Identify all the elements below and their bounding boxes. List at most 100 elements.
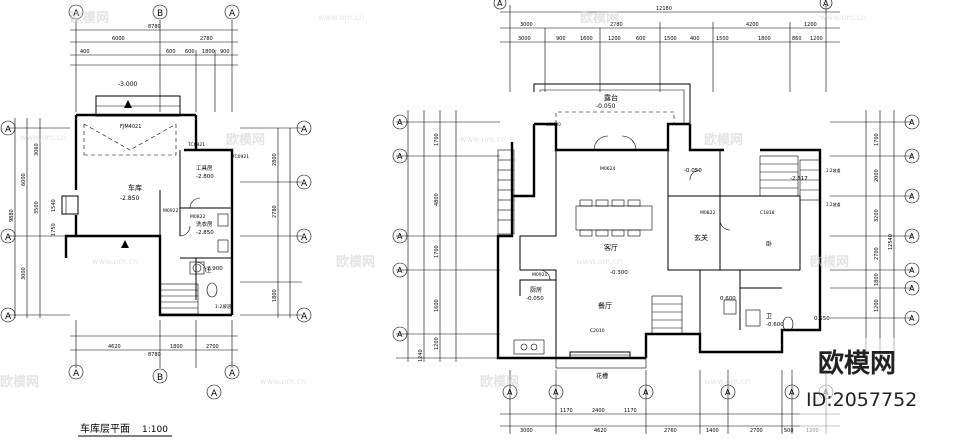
axis-label: A — [73, 9, 80, 19]
elevation-text: 0.550 — [814, 316, 830, 322]
elevation-text: -2.850 — [120, 195, 140, 202]
axis-label: A — [5, 233, 12, 243]
room-label: 客厅 — [604, 243, 618, 252]
watermark-url: www.om.cn — [820, 13, 866, 22]
room-label: 洗衣房 — [196, 220, 213, 228]
dim-text: 900 — [556, 36, 566, 42]
dim-text: 1540 — [51, 199, 57, 212]
door-tag: M0921 — [532, 272, 547, 278]
watermark-url: www.om.cn — [460, 135, 506, 144]
dim-text: 1800 — [874, 273, 880, 286]
room-label: 1:2坡道 — [215, 303, 232, 310]
dim-text: 1400 — [706, 428, 719, 434]
axis-label: A — [909, 118, 915, 127]
dim-text: 3200 — [874, 209, 880, 222]
door-tag: FJM4021 — [120, 124, 141, 130]
elevation-text: -3.000 — [118, 81, 138, 88]
dim-text: 4800 — [434, 193, 440, 206]
corner-id-text: ID:2057752 — [806, 389, 917, 411]
dim-text: 1170 — [560, 408, 573, 414]
dim-text: 1170 — [624, 408, 637, 414]
dim-text: 1700 — [434, 245, 440, 258]
elevation-text: -0.050 — [684, 168, 702, 174]
dim-text: 2400 — [592, 408, 605, 414]
dim-text: 1750 — [51, 223, 57, 236]
dim-text: 2800 — [272, 153, 278, 166]
right-floor-plan: A A A A A A A A A A A A A A A A A A A A … — [392, 0, 920, 434]
drawing-title-text: 车库层平面 — [80, 422, 130, 435]
axis-label: A — [397, 330, 403, 339]
axis-label: A — [211, 389, 218, 399]
watermark-brand: 欧模网 — [336, 254, 375, 270]
dim-text: 2000 — [874, 169, 880, 182]
door-tag: C2010 — [590, 328, 605, 334]
door-tag: M0922 — [163, 208, 178, 214]
dim-text: 600 — [185, 49, 195, 55]
dim-text: 1800 — [202, 49, 215, 55]
room-label: 花槽 — [596, 372, 608, 380]
axis-label: A — [497, 0, 503, 8]
dim-text: 400 — [80, 49, 90, 55]
elevation-text: -2.317 — [790, 176, 808, 182]
corner-watermark: 欧模网 ID:2057752 — [800, 338, 956, 438]
door-tag: TC0921 — [187, 142, 205, 148]
axis-label: B — [157, 9, 163, 19]
axis-label: A — [5, 125, 12, 135]
door-tag: M0822 — [190, 214, 205, 220]
axis-label: A — [909, 266, 915, 275]
room-label: 工具房 — [196, 164, 213, 172]
axis-label: A — [397, 152, 403, 161]
dim-text: 1800 — [758, 36, 771, 42]
watermark-brand: 欧模网 — [0, 374, 39, 390]
elevation-text: -2.850 — [196, 230, 214, 236]
dim-text: 2760 — [664, 428, 677, 434]
room-label: 玄关 — [694, 233, 708, 242]
dim-text: 1240 — [418, 349, 424, 362]
axis-label: A — [301, 179, 308, 189]
room-label: 露台 — [604, 93, 618, 102]
axis-label: A — [73, 369, 80, 379]
dim-text: 3000 — [21, 267, 27, 280]
dim-text: 6000 — [112, 36, 125, 42]
dim-text: 2780 — [272, 205, 278, 218]
axis-label: A — [301, 233, 308, 243]
right-dimension-texts: 12180 3000 2780 4200 1200 3000 900 1600 … — [418, 6, 894, 434]
axis-label: B — [157, 373, 163, 383]
dim-text: 600 — [166, 49, 176, 55]
watermark-brand: 欧模网 — [704, 132, 743, 148]
dim-text: 1800 — [272, 289, 278, 302]
dim-text: 8780 — [148, 352, 161, 358]
axis-label: A — [397, 118, 403, 127]
dim-text: 400 — [690, 36, 700, 42]
note-text: 1:2坡道 — [826, 167, 840, 173]
room-label: 厨房 — [530, 286, 542, 294]
watermark-url: www.om.cn — [576, 257, 622, 266]
dim-text: 2700 — [874, 247, 880, 260]
axis-label: A — [909, 284, 915, 293]
axis-label: A — [229, 9, 236, 19]
door-tag: M0822 — [700, 210, 715, 216]
dim-text: 1700 — [874, 133, 880, 146]
right-room-labels: 露台 -0.050 M0624 客厅 餐厅 厨房 -0.050 -0.050 玄… — [526, 93, 840, 380]
drawing-title: 车库层平面 1:100 — [78, 422, 172, 437]
room-label: 卫 — [766, 313, 772, 320]
elevation-text: -2.900 — [205, 266, 223, 272]
dim-text: 900 — [220, 49, 230, 55]
dim-text: 1200 — [804, 22, 817, 28]
dim-text: 500 — [784, 428, 794, 434]
dim-text: 1600 — [580, 36, 593, 42]
door-tag: TC0921 — [231, 154, 249, 160]
left-dimension-texts: 8780 6000 2780 400 600 600 1800 900 4620… — [9, 24, 278, 358]
axis-label: A — [553, 388, 559, 397]
axis-label: A — [397, 266, 403, 275]
dim-text: 6000 — [21, 173, 27, 186]
dim-text: 2700 — [206, 344, 219, 350]
room-label: 卫 — [206, 267, 212, 274]
axis-label: A — [823, 0, 829, 8]
corner-brand-text: 欧模网 — [818, 348, 896, 379]
dim-text: 1200 — [874, 299, 880, 312]
dim-text: 4620 — [108, 344, 121, 350]
elevation-text: -0.050 — [596, 103, 616, 110]
